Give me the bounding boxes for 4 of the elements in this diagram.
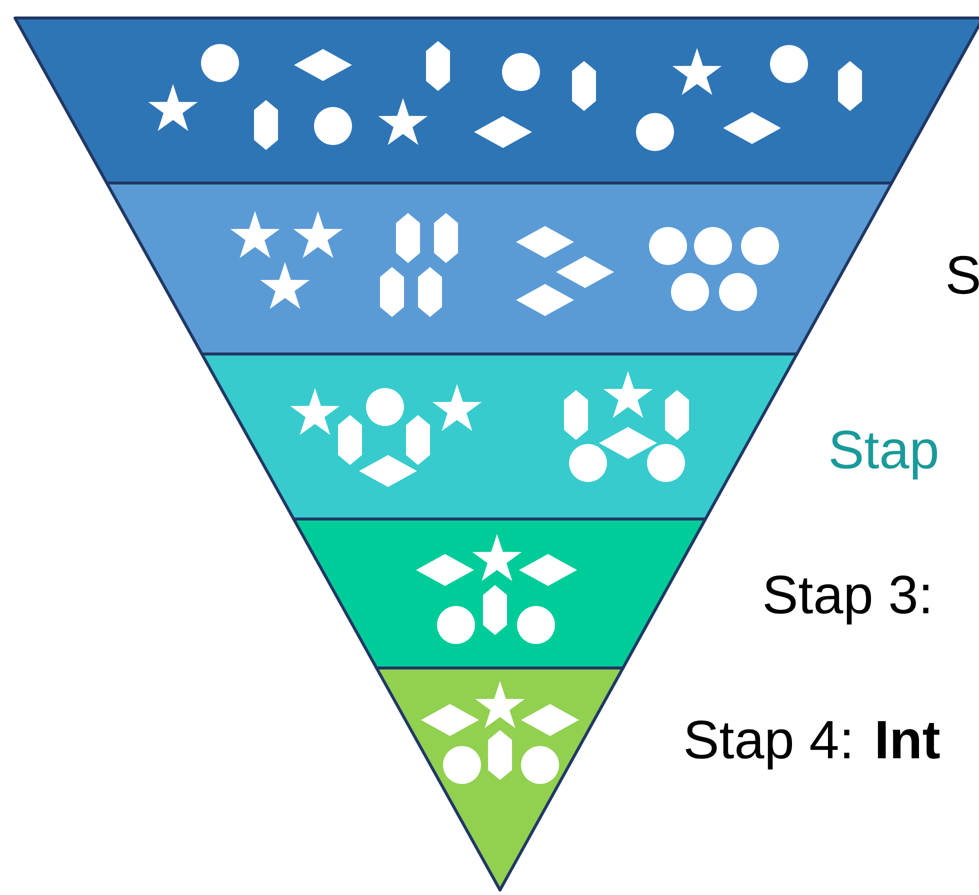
step-label: Stap bbox=[830, 430, 938, 480]
step-label: Stap 4: Int bbox=[686, 720, 940, 770]
step-label: Stap 3: bbox=[764, 576, 928, 624]
step-label: S bbox=[948, 256, 979, 294]
